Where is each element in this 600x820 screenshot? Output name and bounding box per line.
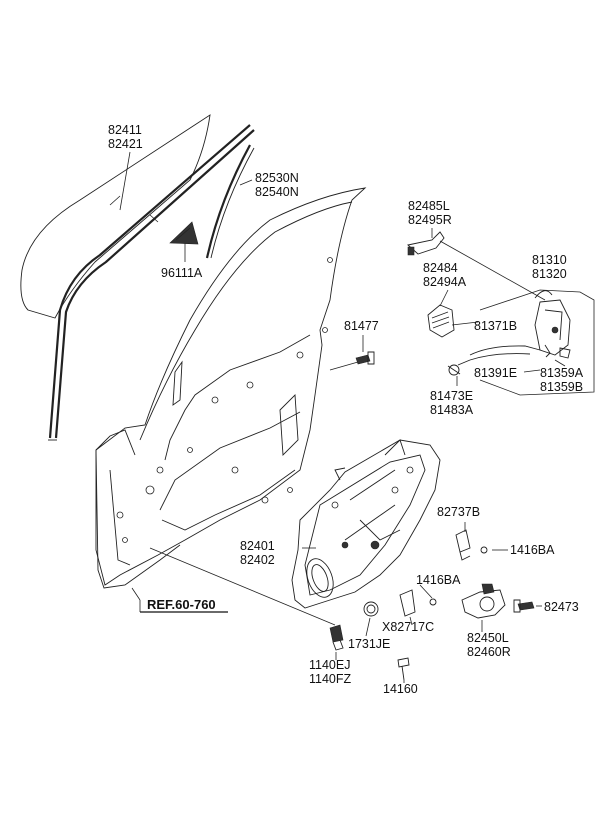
label-82737b: 82737B — [437, 505, 480, 519]
label-1416ba-upper: 1416BA — [510, 543, 555, 557]
handle-bracket — [407, 231, 445, 256]
screw-14160 — [397, 657, 410, 681]
label-1731je: 1731JE — [348, 637, 390, 651]
label-81310: 81310 — [532, 253, 567, 267]
label-82460r: 82460R — [467, 645, 511, 659]
ref-label: REF.60-760 — [147, 597, 216, 612]
cable-bracket — [455, 529, 471, 561]
latch-group-frame — [479, 289, 595, 396]
delta-cover — [169, 221, 199, 245]
label-82421: 82421 — [108, 137, 143, 151]
label-81477: 81477 — [344, 319, 379, 333]
label-82494a: 82494A — [423, 275, 467, 289]
label-81359a: 81359A — [540, 366, 584, 380]
rods — [457, 345, 541, 366]
grommet-bracket — [399, 589, 416, 617]
label-81391e: 81391E — [474, 366, 517, 380]
regulator-motor — [461, 583, 506, 619]
label-1416ba-lower: 1416BA — [416, 573, 461, 587]
label-81473e: 81473E — [430, 389, 473, 403]
run-channel — [205, 144, 255, 259]
leader-lines — [119, 151, 566, 683]
window-regulator — [291, 439, 441, 609]
door-latch — [534, 290, 571, 359]
inside-handle — [427, 304, 455, 338]
label-1140ej: 1140EJ — [309, 658, 350, 672]
label-82411: 82411 — [108, 123, 142, 137]
label-82401: 82401 — [240, 539, 275, 553]
part-labels: 82411 82421 82530N 82540N 96111A 82485L … — [108, 123, 584, 696]
bolt-82473 — [513, 599, 535, 613]
label-82473: 82473 — [544, 600, 579, 614]
glass-run — [48, 124, 255, 441]
bolt-1416ba-upper — [480, 546, 488, 554]
bolt-81477 — [355, 351, 375, 365]
label-x82717c: X82717C — [382, 620, 434, 634]
door-panel — [95, 187, 367, 586]
door-outer-skin — [95, 429, 181, 589]
label-82495r: 82495R — [408, 213, 452, 227]
label-82540n: 82540N — [255, 185, 299, 199]
rod-clip — [447, 364, 461, 376]
label-82530n: 82530N — [255, 171, 299, 185]
label-81320: 81320 — [532, 267, 567, 281]
grommet — [363, 601, 379, 617]
label-96111a: 96111A — [161, 266, 203, 280]
label-82485l: 82485L — [408, 199, 450, 213]
label-81483a: 81483A — [430, 403, 474, 417]
label-82402: 82402 — [240, 553, 275, 567]
bolt-1416ba-lower — [429, 598, 437, 606]
label-1140fz: 1140FZ — [309, 672, 352, 686]
label-82484: 82484 — [423, 261, 458, 275]
label-81359b: 81359B — [540, 380, 583, 394]
label-82450l: 82450L — [467, 631, 509, 645]
label-14160: 14160 — [383, 682, 418, 696]
label-81371b: 81371B — [474, 319, 517, 333]
bolt-1140 — [329, 624, 344, 651]
